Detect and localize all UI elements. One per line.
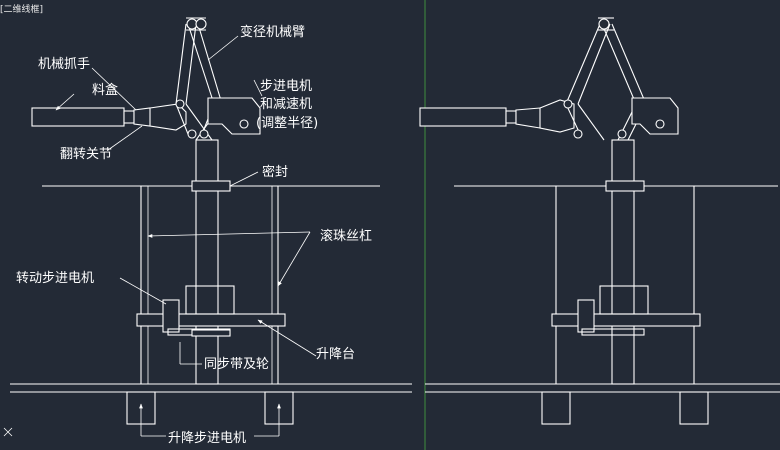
sync-belt-r [581,328,645,336]
stepper-motor-r [631,97,679,135]
material-box [31,107,125,127]
label-rotate-motor: 转动步进电机 [16,271,94,286]
leader-seal [229,171,259,187]
seal [191,180,231,192]
leader-box [55,93,75,111]
leader-screw [147,231,311,238]
box-connector-r [505,110,517,124]
lift-table [136,313,286,327]
leader-flip [107,125,143,151]
viewport-label[interactable]: [二维线框] [0,5,44,15]
label-gripper: 机械抓手 [38,57,90,72]
label-flip-joint: 翻转关节 [60,147,112,162]
ucs-icon [3,427,13,437]
material-box-r [419,107,507,127]
rotate-motor [162,299,180,333]
leader-lift [257,319,317,357]
right-view [419,17,780,425]
leader-screw-2 [277,231,311,287]
label-arm: 变径机械臂 [240,24,305,40]
label-seal: 密封 [262,164,288,180]
seal-r [605,180,645,192]
rotate-motor-r [577,299,595,333]
central-column [195,139,219,385]
label-stepper-2: 和减速机 [260,97,312,112]
lift-table-r [551,313,701,327]
label-box: 料盒 [92,82,118,98]
lift-motor-left-r [541,391,571,425]
label-belt: 同步带及轮 [204,357,269,372]
left-view: 变径机械臂 机械抓手 料盒 步进电机 和减速机 (调整半径) 翻转关节 密封 滚… [10,17,412,446]
label-stepper-1: 步进电机 [260,79,312,94]
label-stepper-3: (调整半径) [256,116,318,131]
lift-motor-right-r [679,391,709,425]
flip-joint-r [539,99,575,133]
leader-rotate [119,277,167,305]
lift-block [185,285,235,315]
box-connector [123,110,135,124]
lift-block-r [599,285,649,315]
label-ball-screw: 滚珠丝杠 [320,228,372,244]
leader-arm [207,35,239,61]
leader-stepper [253,79,263,97]
stepper-motor [207,97,261,135]
leader-gripper [91,67,137,111]
sync-pulley [191,329,231,337]
central-column-r [611,139,635,385]
label-lift-motor: 升降步进电机 [168,431,246,446]
label-lift-table: 升降台 [316,347,355,362]
